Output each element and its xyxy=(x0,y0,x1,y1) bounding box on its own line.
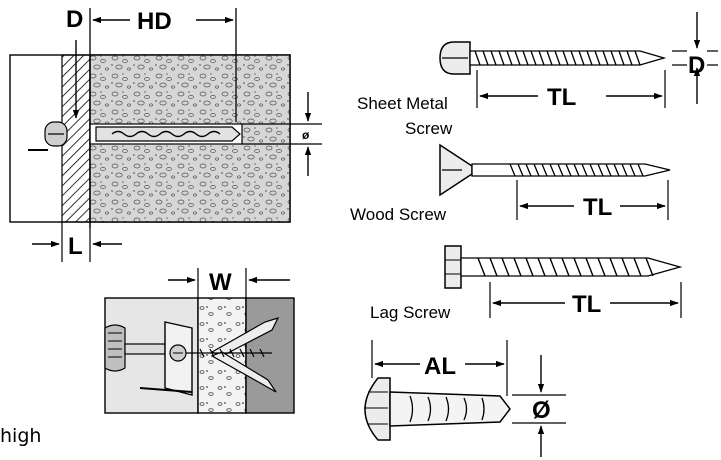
l-label: L xyxy=(68,233,83,260)
truncated-text: high xyxy=(0,425,42,447)
w-dimension: W xyxy=(168,268,290,298)
d-right-label: D xyxy=(688,52,705,79)
caption-sheet-metal-line1: Sheet Metal xyxy=(357,94,448,113)
al-label: AL xyxy=(424,353,456,380)
dia-small-label: ø xyxy=(302,128,310,142)
tl-sheet-label: TL xyxy=(547,84,576,111)
tl-dimension-wood: TL xyxy=(516,180,669,221)
caption-lag: Lag Screw xyxy=(370,303,451,322)
dia-anchor-label: Ø xyxy=(532,397,551,424)
lag-screw: Lag Screw xyxy=(370,245,683,322)
hollow-wall-diagram xyxy=(104,297,295,414)
toggle-screw-threads xyxy=(186,348,272,358)
wall-section-diagram: ø xyxy=(9,54,322,223)
plastic-anchor xyxy=(364,377,511,441)
d-dimension: D xyxy=(66,6,91,228)
anchor-body-plastic xyxy=(389,391,511,427)
sheet-metal-screw: Sheet Metal Screw xyxy=(357,41,667,138)
anchor-ribs xyxy=(409,395,485,423)
tl-lag-label: TL xyxy=(572,291,601,318)
hd-dimension: HD xyxy=(92,8,237,122)
wood-screw: Wood Screw xyxy=(350,143,671,224)
driver-handle xyxy=(104,324,126,372)
tl-dimension-lag: TL xyxy=(489,282,682,318)
w-label: W xyxy=(209,269,232,296)
anchor-flange xyxy=(364,377,391,441)
anchor-dia-dimension: Ø xyxy=(512,355,566,457)
caption-sheet-metal-line2: Screw xyxy=(405,119,453,138)
d-right-dimension: D xyxy=(672,12,718,104)
l-dimension: L xyxy=(32,222,122,262)
hd-label: HD xyxy=(137,8,172,35)
tl-wood-label: TL xyxy=(583,194,612,221)
wall-right-panel xyxy=(245,297,295,414)
anchor-body xyxy=(95,126,241,142)
d-top-label: D xyxy=(66,6,83,33)
anchor-wave xyxy=(111,130,221,138)
al-dimension: AL xyxy=(371,340,508,396)
tl-dimension-sheet-metal: TL xyxy=(476,70,666,111)
hex-head xyxy=(444,245,462,289)
caption-wood: Wood Screw xyxy=(350,205,447,224)
